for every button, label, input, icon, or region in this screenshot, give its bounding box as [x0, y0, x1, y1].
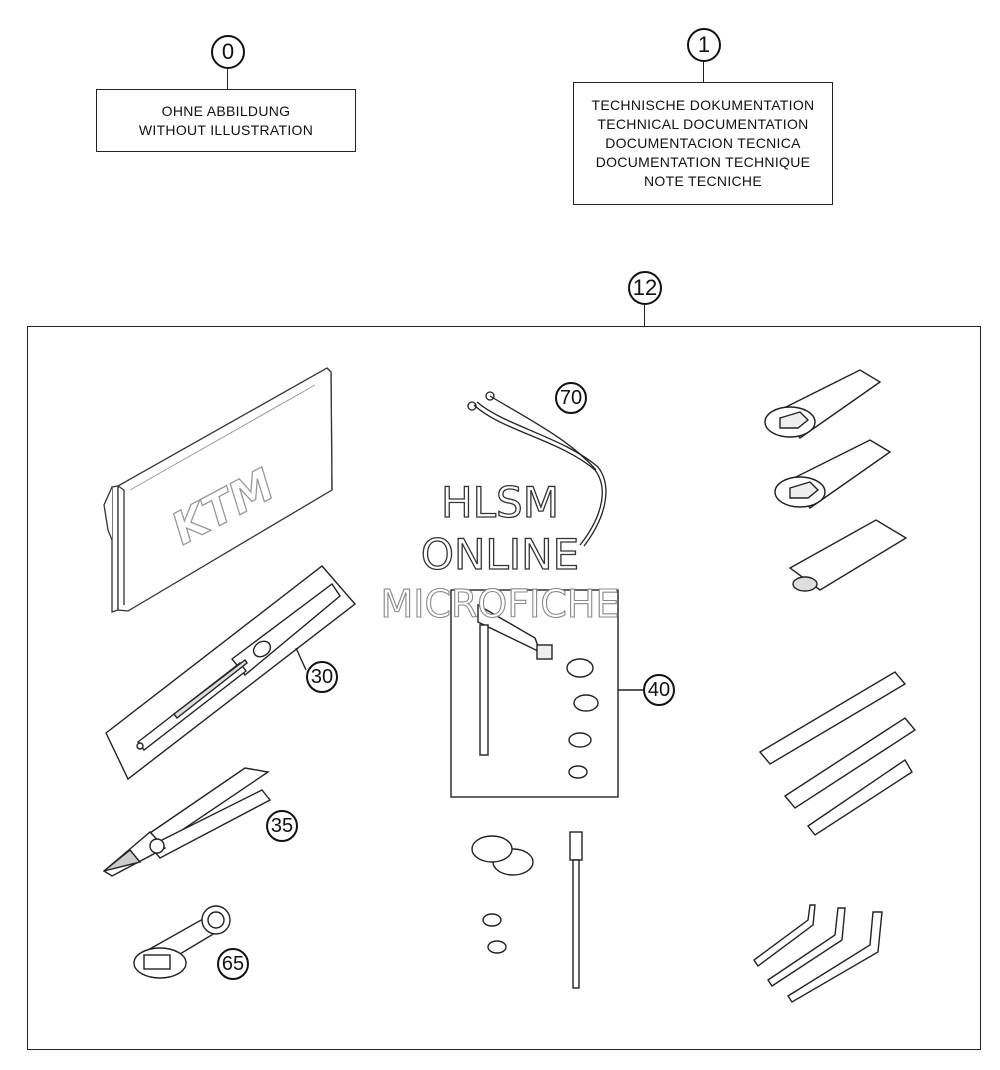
callout-30: 30	[306, 661, 338, 693]
callout-70: 70	[555, 382, 587, 414]
callout-65: 65	[217, 948, 249, 980]
box1-line3: DOCUMENTACION TECNICA	[605, 135, 801, 151]
label-box-technical-documentation: TECHNISCHE DOKUMENTATION TECHNICAL DOCUM…	[573, 82, 833, 205]
box1-line1: TECHNISCHE DOKUMENTATION	[591, 97, 815, 113]
tool-kit-box	[27, 326, 981, 1050]
callout-1: 1	[687, 28, 721, 62]
box0-line1: OHNE ABBILDUNG	[161, 102, 291, 119]
label-box-without-illustration: OHNE ABBILDUNG WITHOUT ILLUSTRATION	[96, 89, 356, 152]
box1-line4: DOCUMENTATION TECHNIQUE	[595, 154, 811, 170]
box0-line2: WITHOUT ILLUSTRATION	[138, 121, 314, 138]
leader-line-0	[227, 69, 228, 90]
leader-line-12	[644, 305, 645, 326]
callout-0: 0	[211, 35, 245, 69]
box1-line2: TECHNICAL DOCUMENTATION	[597, 116, 809, 132]
box1-line5: NOTE TECNICHE	[644, 173, 762, 189]
leader-line-1	[703, 62, 704, 82]
callout-40: 40	[643, 674, 675, 706]
callout-35: 35	[266, 810, 298, 842]
callout-12: 12	[628, 271, 662, 305]
